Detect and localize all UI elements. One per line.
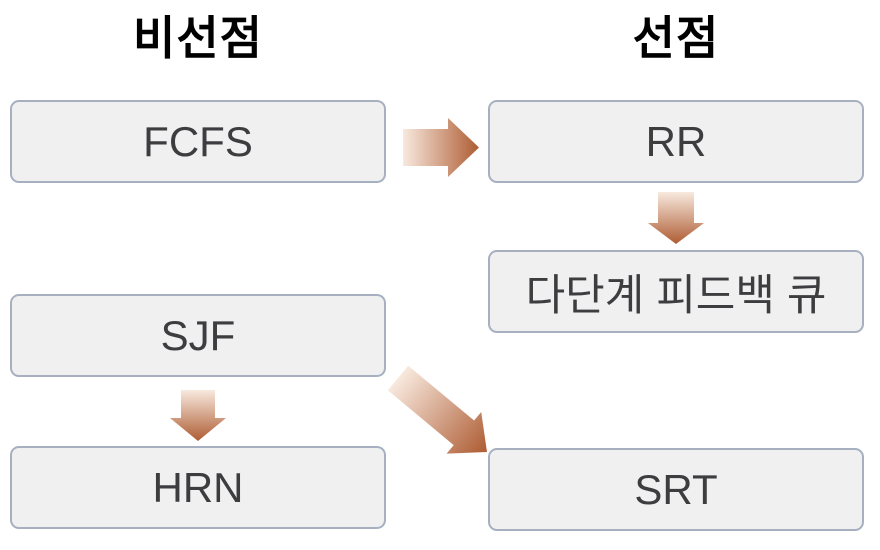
node-sjf: SJF [10, 294, 386, 377]
node-multilevel-feedback-queue: 다단계 피드백 큐 [488, 250, 864, 333]
column-header-preemptive: 선점 [632, 12, 720, 64]
node-fcfs: FCFS [10, 100, 386, 183]
node-rr-label: RR [645, 117, 707, 165]
arrow-fcfs-to-rr-right-icon [403, 118, 479, 177]
node-srt: SRT [488, 448, 864, 531]
node-multilevel-feedback-queue-label: 다단계 피드백 큐 [525, 271, 827, 320]
arrow-sjf-to-srt-diagonal-icon [387, 365, 487, 454]
node-sjf-label: SJF [160, 311, 236, 359]
arrow-sjf-to-hrn-down-icon [170, 390, 226, 441]
node-srt-label: SRT [634, 465, 718, 513]
node-rr: RR [488, 100, 864, 183]
node-fcfs-label: FCFS [143, 117, 253, 165]
node-hrn: HRN [10, 446, 386, 529]
column-header-non-preemptive: 비선점 [133, 12, 263, 64]
node-hrn-label: HRN [152, 463, 244, 511]
arrow-rr-to-mfq-down-icon [648, 192, 704, 244]
